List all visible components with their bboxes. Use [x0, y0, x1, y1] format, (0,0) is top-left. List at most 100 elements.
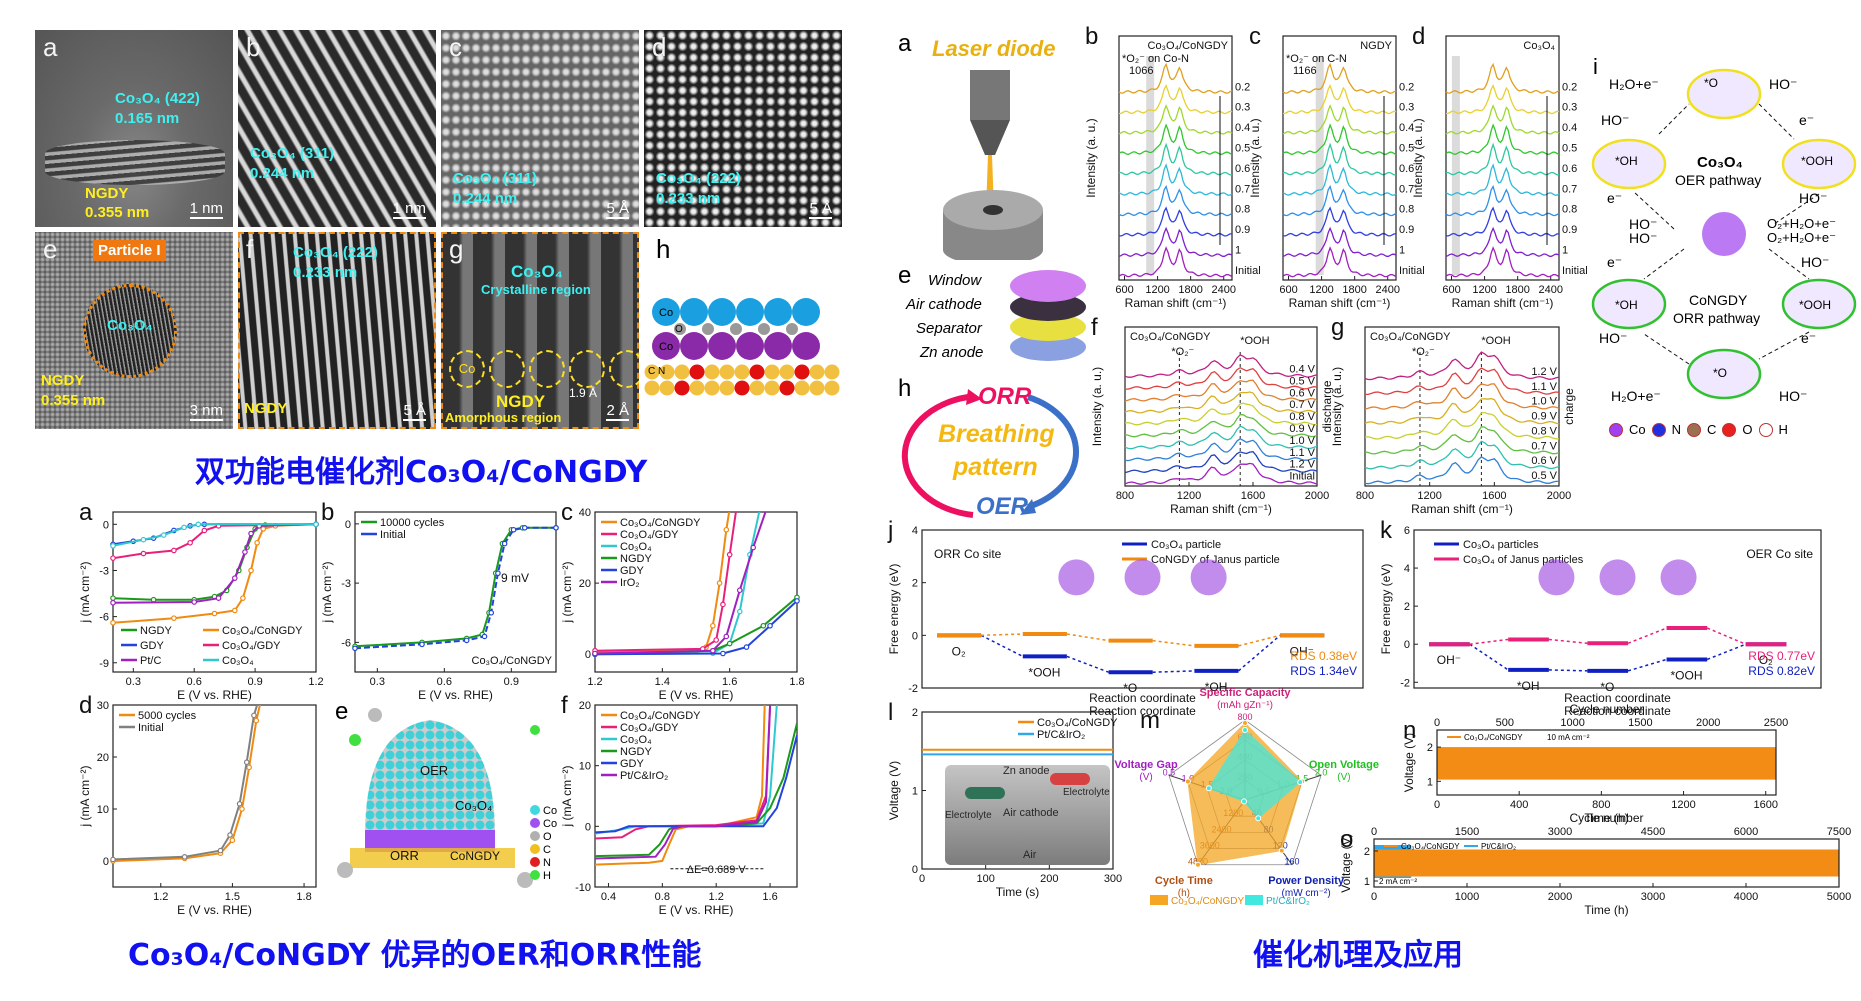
top-tick-label: 0 — [1434, 717, 1440, 729]
y-tick-label: 10 — [579, 761, 591, 773]
x-tick-label: 0.6 — [187, 676, 202, 688]
spectrum-trace — [1365, 367, 1560, 396]
series-line — [595, 512, 731, 654]
data-point — [710, 647, 716, 654]
spectrum-trace — [1118, 246, 1233, 278]
x-tick-label: 1.2 — [709, 891, 724, 903]
x-tick-label: 1.2 — [153, 891, 168, 903]
trace-label: 1 — [1399, 245, 1405, 257]
rds-label: RDS 0.77eV — [1748, 649, 1815, 663]
x-tick-label: 3000 — [1641, 891, 1665, 903]
legend-label: Co — [1629, 422, 1646, 437]
voltage-band — [1437, 747, 1776, 780]
cluster-model — [1124, 559, 1161, 596]
spectrum-trace — [1282, 163, 1397, 196]
radar-point — [1184, 778, 1191, 785]
co-bottom-layer — [652, 332, 820, 360]
y-axis-label: Intensity (a. u.) — [1084, 118, 1098, 197]
spectrum-trace — [1445, 104, 1560, 135]
current-density-label: 2 mA cm⁻² — [1379, 877, 1417, 886]
data-point — [236, 800, 243, 807]
series-line — [595, 722, 797, 858]
x-axis-label: Reaction coordinate — [1089, 691, 1196, 705]
state-label: *O — [1600, 680, 1614, 694]
radar-axis-unit: (mW cm⁻²) — [1282, 888, 1331, 899]
x-axis-label: E (V vs. RHE) — [177, 903, 252, 917]
series-line — [355, 526, 556, 650]
spectrum-trace — [1124, 391, 1318, 414]
state-label: OH⁻ — [1437, 653, 1461, 667]
species-label: *OOH — [1801, 154, 1834, 168]
y-axis-label: Intensity (a. u.) — [1330, 367, 1344, 446]
data-point — [229, 837, 236, 844]
radar-axis-label: Open Voltage — [1309, 759, 1379, 771]
data-point — [171, 615, 177, 621]
y-axis-label: Voltage (V) — [887, 761, 901, 820]
data-point — [244, 544, 250, 551]
radar-tick-label: 1.0 — [1182, 773, 1195, 783]
top-tick-label: 2500 — [1764, 717, 1788, 729]
panel-letter: l — [888, 699, 893, 726]
y-tick-label: -9 — [99, 658, 109, 670]
plot-frame — [1124, 326, 1318, 487]
ngdy-label: NGDY — [496, 392, 546, 411]
radar-axis-unit: (h) — [1178, 888, 1190, 899]
arrow-label: HO⁻ — [1799, 190, 1828, 206]
data-point — [519, 525, 526, 531]
y-axis-label: Free energy (eV) — [1379, 564, 1393, 655]
spectrum-trace — [1364, 397, 1560, 425]
species-label: *OH — [1615, 154, 1638, 168]
battery-layers — [1010, 270, 1086, 361]
data-point — [592, 649, 598, 656]
arrow-label: HO⁻ — [1801, 254, 1830, 270]
radar-tick-label: 0.5 — [1258, 786, 1271, 796]
panel-letter: m — [1140, 707, 1160, 734]
state-label: O₂ — [952, 644, 966, 658]
y-tick-label: -10 — [575, 882, 591, 894]
tem-image-a: a Co₃O₄ (422) 0.165 nm NGDY 0.355 nm 1 n… — [35, 30, 233, 227]
raman-setup: a Laser diode — [898, 30, 1078, 260]
x-tick-label: 2000 — [1547, 490, 1571, 502]
data-point — [419, 639, 425, 646]
legend-swatch — [1758, 422, 1773, 437]
spectrum-trace — [1282, 226, 1397, 258]
data-point — [479, 631, 486, 638]
air-cathode-label: Air cathode — [1003, 807, 1059, 819]
spectrum-trace — [1282, 123, 1397, 156]
radar-tick-label: 200 — [1237, 772, 1252, 782]
data-point — [252, 526, 258, 532]
lattice-label: Co₃O₄ (422) — [115, 90, 200, 107]
data-point — [463, 637, 470, 644]
electrolyte-label: Electrolyte — [1063, 787, 1110, 798]
ngdy-atom — [734, 380, 750, 396]
adsorbate-note: *O₂⁻ on C-N — [1286, 53, 1347, 65]
legend-label: Co₃O₄/CoNGDY — [222, 625, 303, 637]
particle-badge: Particle I — [93, 240, 166, 261]
state-label: *OOH — [1028, 665, 1060, 679]
plot-frame — [1445, 35, 1560, 281]
tem-image-f: f Co₃O₄ (222) 0.233 nm NGDY 5 Å — [238, 232, 436, 429]
spectrum-trace — [1124, 451, 1318, 474]
spectrum-trace — [1364, 351, 1560, 381]
panel-letter: c — [1249, 23, 1261, 50]
x-tick-label: 600 — [1279, 284, 1297, 296]
y-tick-label: -3 — [341, 578, 351, 590]
data-point — [747, 551, 753, 558]
zn-anode-label: Zn anode — [1003, 765, 1050, 777]
x-axis-label: Reaction coordinate — [1564, 691, 1671, 705]
x-tick-label: 300 — [1104, 873, 1122, 885]
air-label: Air — [1023, 849, 1037, 861]
voltage-band — [1374, 845, 1412, 878]
ngdy-atom — [644, 364, 660, 380]
molecular-structures — [1538, 559, 1697, 596]
trace-label: 0.7 — [1399, 183, 1414, 195]
top-tick-label: 3000 — [1548, 826, 1572, 838]
legend-label: O — [543, 831, 552, 843]
energy-connector — [1152, 639, 1195, 647]
data-point — [239, 806, 245, 812]
co3o4-label: Co₃O₄ — [455, 798, 492, 813]
species-label: *OH — [1615, 298, 1638, 312]
radar-axis — [1168, 774, 1246, 801]
lattice-spacing: 0.233 nm — [293, 264, 358, 281]
